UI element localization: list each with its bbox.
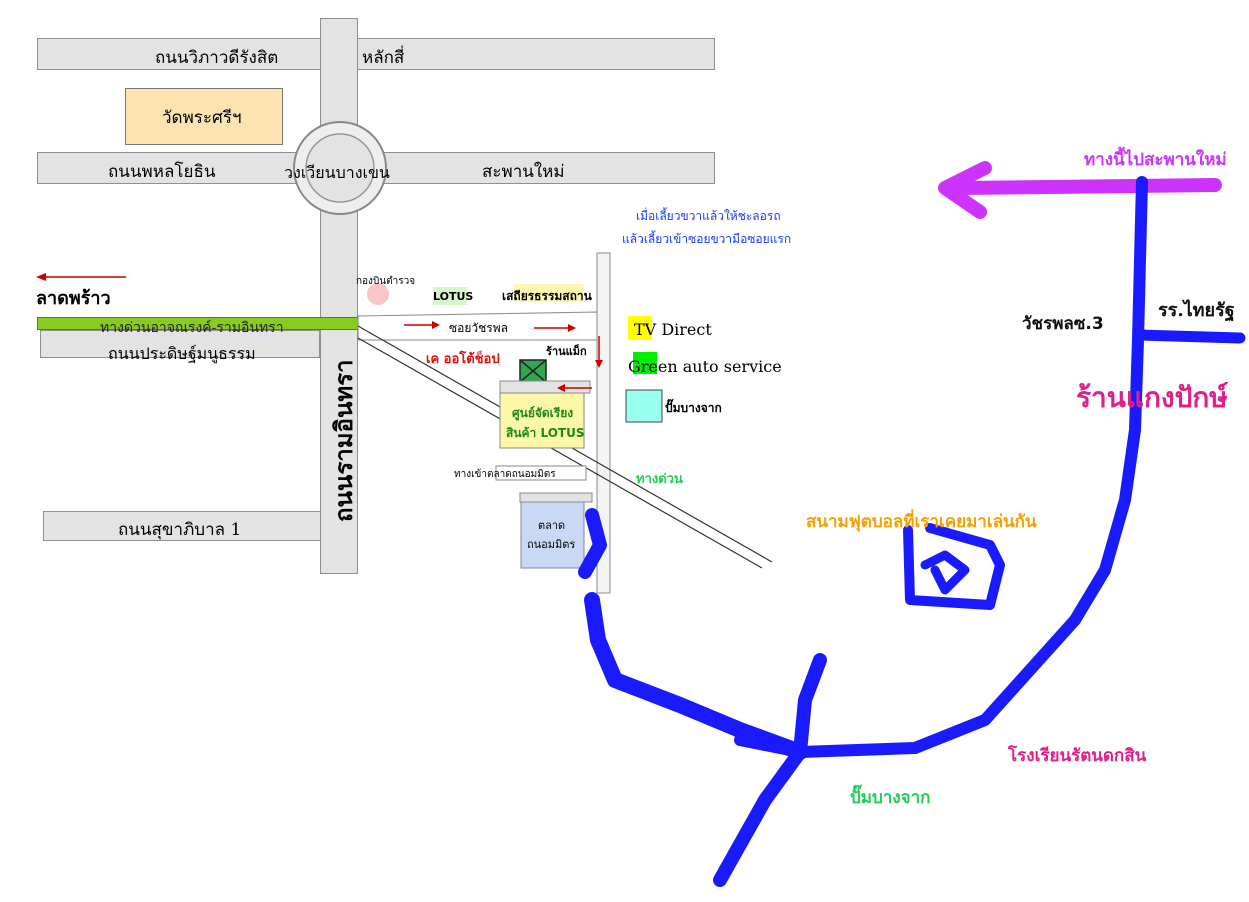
saphan-mai-label: สะพานใหม่ <box>482 162 565 182</box>
instructions-line1: เมื่อเลี้ยวขวาแล้วให้ชะลอรถ <box>636 209 781 223</box>
bangchak-pump-label: ปั๊มบางจาก <box>850 788 931 808</box>
sathian-label: เสถียรธรรมสถาน <box>502 289 592 303</box>
pump-swatch <box>625 389 663 423</box>
lotus-dc-line2: สินค้า LOTUS <box>506 426 585 440</box>
instructions-line2: แล้วเลี้ยวเข้าซอยขวามือซอยแรก <box>622 232 792 246</box>
sathian-highlight <box>514 284 584 302</box>
road-pradit-manutham <box>40 330 320 358</box>
kaeng-pak-label: ร้านแกงปักษ์ <box>1076 381 1228 414</box>
talat-entrance-road <box>495 465 587 481</box>
road-phahonyothin-label: ถนนพหลโยธิน <box>108 162 216 182</box>
ram-inthra-label: ถนนรามอินทรา <box>330 359 358 522</box>
road-sukhaphiban1 <box>43 511 321 541</box>
talat-roof <box>519 492 593 503</box>
football-field-label: สนามฟุตบอลที่เราเคยมาเล่นกัน <box>806 512 1037 532</box>
lotus-dc-line1: ศูนย์จัดเรียง <box>512 406 574 420</box>
expressway-name-label: ทางด่วนอาจณรงค์-รามอินทรา <box>100 320 284 336</box>
rattana-school-label: โรงเรียนรัตนดกสิน <box>1008 746 1147 766</box>
wat-phra-si-label: วัดพระศรีฯ <box>162 108 242 128</box>
laksi-label: หลักสี่ <box>362 48 405 68</box>
soi-watcharaphon-label: ซอยวัชรพล <box>449 321 508 335</box>
purple-arrow-head <box>938 161 992 219</box>
talat-line1: ตลาด <box>538 519 566 532</box>
watcharaphon-soi3-label: วัชรพลซ.3 <box>1022 314 1104 334</box>
green-auto-swatch <box>633 352 657 374</box>
tv-direct-label: TV Direct <box>634 320 712 339</box>
lotus-label: LOTUS <box>433 290 474 303</box>
lotus-dc-box <box>499 392 585 449</box>
road-vibhavadi <box>37 38 715 70</box>
police-aviation-label: กองบินตำรวจ <box>356 276 416 287</box>
road-sukhaphiban1-label: ถนนสุขาภิบาล 1 <box>118 520 242 540</box>
lotus-dc-roof <box>499 380 591 394</box>
blue-route <box>578 176 1246 887</box>
lotus-highlight <box>433 287 467 305</box>
to-saphan-mai-label: ทางนี้ไปสะพานใหม่ <box>1084 150 1227 170</box>
purple-arrow-line <box>953 178 1222 195</box>
road-vibhavadi-label: ถนนวิภาวดีรังสิต <box>155 48 279 68</box>
lat-phrao-label: ลาดพร้าว <box>36 288 111 309</box>
talat-line2: ถนอมมิตร <box>527 538 576 551</box>
pump-legend-label: ปั๊มบางจาก <box>665 401 722 415</box>
tv-direct-swatch <box>628 316 652 340</box>
wat-phra-si-box <box>125 88 283 145</box>
talat-entrance-label: ทางเข้าตลาดถนอมมิตร <box>454 469 556 480</box>
expressway-short-label: ทางด่วน <box>636 472 683 487</box>
roundabout-inner <box>305 133 375 203</box>
right-soi <box>596 252 611 594</box>
police-aviation-marker <box>367 283 389 305</box>
talat-box <box>520 501 585 569</box>
expressway-line-b <box>357 337 763 569</box>
green-auto-label: Green auto service <box>628 357 782 376</box>
road-pradit-label: ถนนประดิษฐ์มนูธรรม <box>108 344 256 363</box>
bangkhen-circle-label: วงเวียนบางเขน <box>284 163 390 182</box>
ran-mak-label: ร้านแม็ก <box>546 345 587 358</box>
road-ram-inthra <box>320 18 358 574</box>
thairat-school-label: รร.ไทยรัฐ <box>1158 300 1235 321</box>
k-auto-label: เค ออโต้ช็อป <box>426 352 500 367</box>
